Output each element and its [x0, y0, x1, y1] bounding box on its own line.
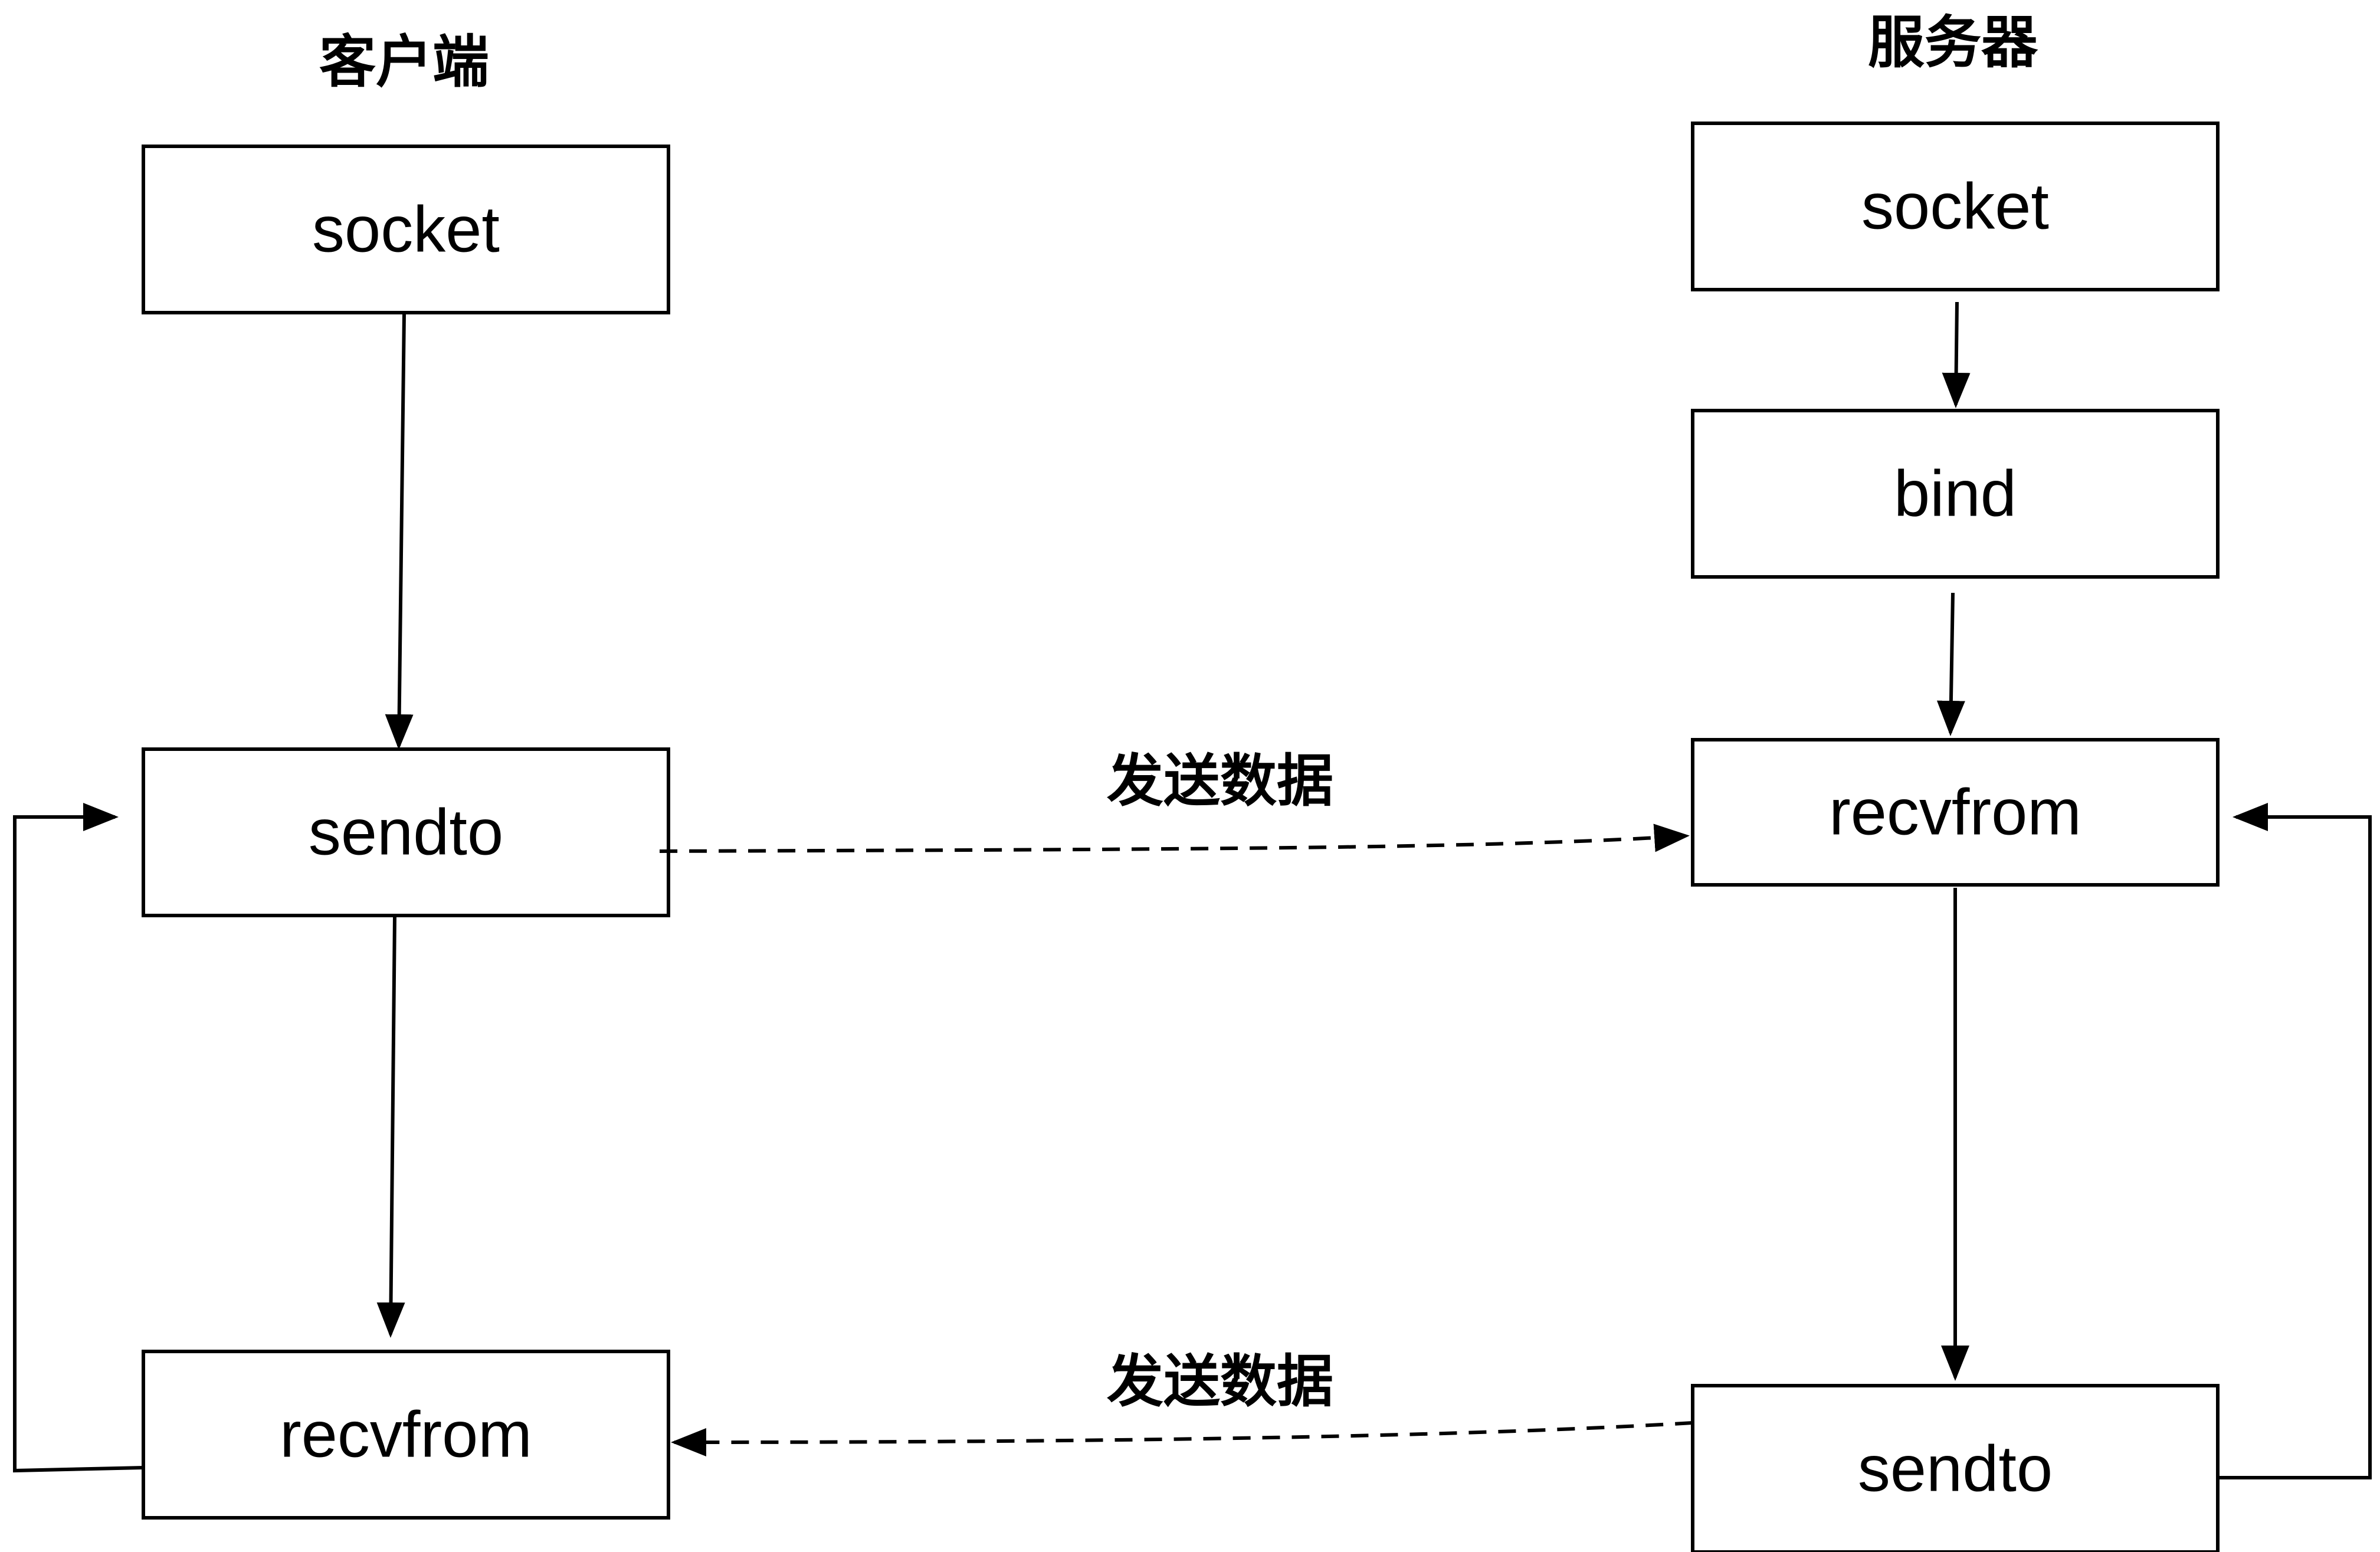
client-loop-back-arrow [13, 803, 144, 1473]
server-recvfrom-label: recvfrom [1829, 776, 2081, 849]
request-data-label: 发送数据 [1107, 748, 1333, 814]
client-socket-to-sendto-arrow [385, 313, 414, 750]
client-recvfrom-node: recvfrom [142, 1350, 670, 1520]
server-socket-label: socket [1861, 170, 2049, 243]
server-sendto-node: sendto [1691, 1384, 2220, 1552]
response-data-label: 发送数据 [1107, 1348, 1333, 1415]
response-data-dashed-arrow [671, 1421, 1693, 1456]
server-loop-back-arrow [2218, 803, 2372, 1479]
client-sendto-to-recvfrom-arrow [376, 916, 405, 1338]
client-recvfrom-label: recvfrom [280, 1399, 532, 1471]
client-socket-label: socket [312, 193, 500, 266]
client-sendto-label: sendto [309, 796, 503, 869]
request-data-dashed-arrow [659, 823, 1690, 853]
server-sendto-label: sendto [1858, 1433, 2053, 1505]
server-heading: 服务器 [1868, 9, 2038, 76]
client-sendto-node: sendto [142, 747, 670, 917]
server-socket-to-bind-arrow [1942, 301, 1971, 408]
server-bind-node: bind [1691, 409, 2220, 579]
server-recvfrom-node: recvfrom [1691, 738, 2220, 887]
server-bind-to-recvfrom-arrow [1936, 592, 1965, 736]
server-bind-label: bind [1894, 458, 2017, 530]
server-socket-node: socket [1691, 122, 2220, 291]
client-heading: 客户端 [319, 29, 489, 95]
client-socket-node: socket [142, 145, 670, 314]
